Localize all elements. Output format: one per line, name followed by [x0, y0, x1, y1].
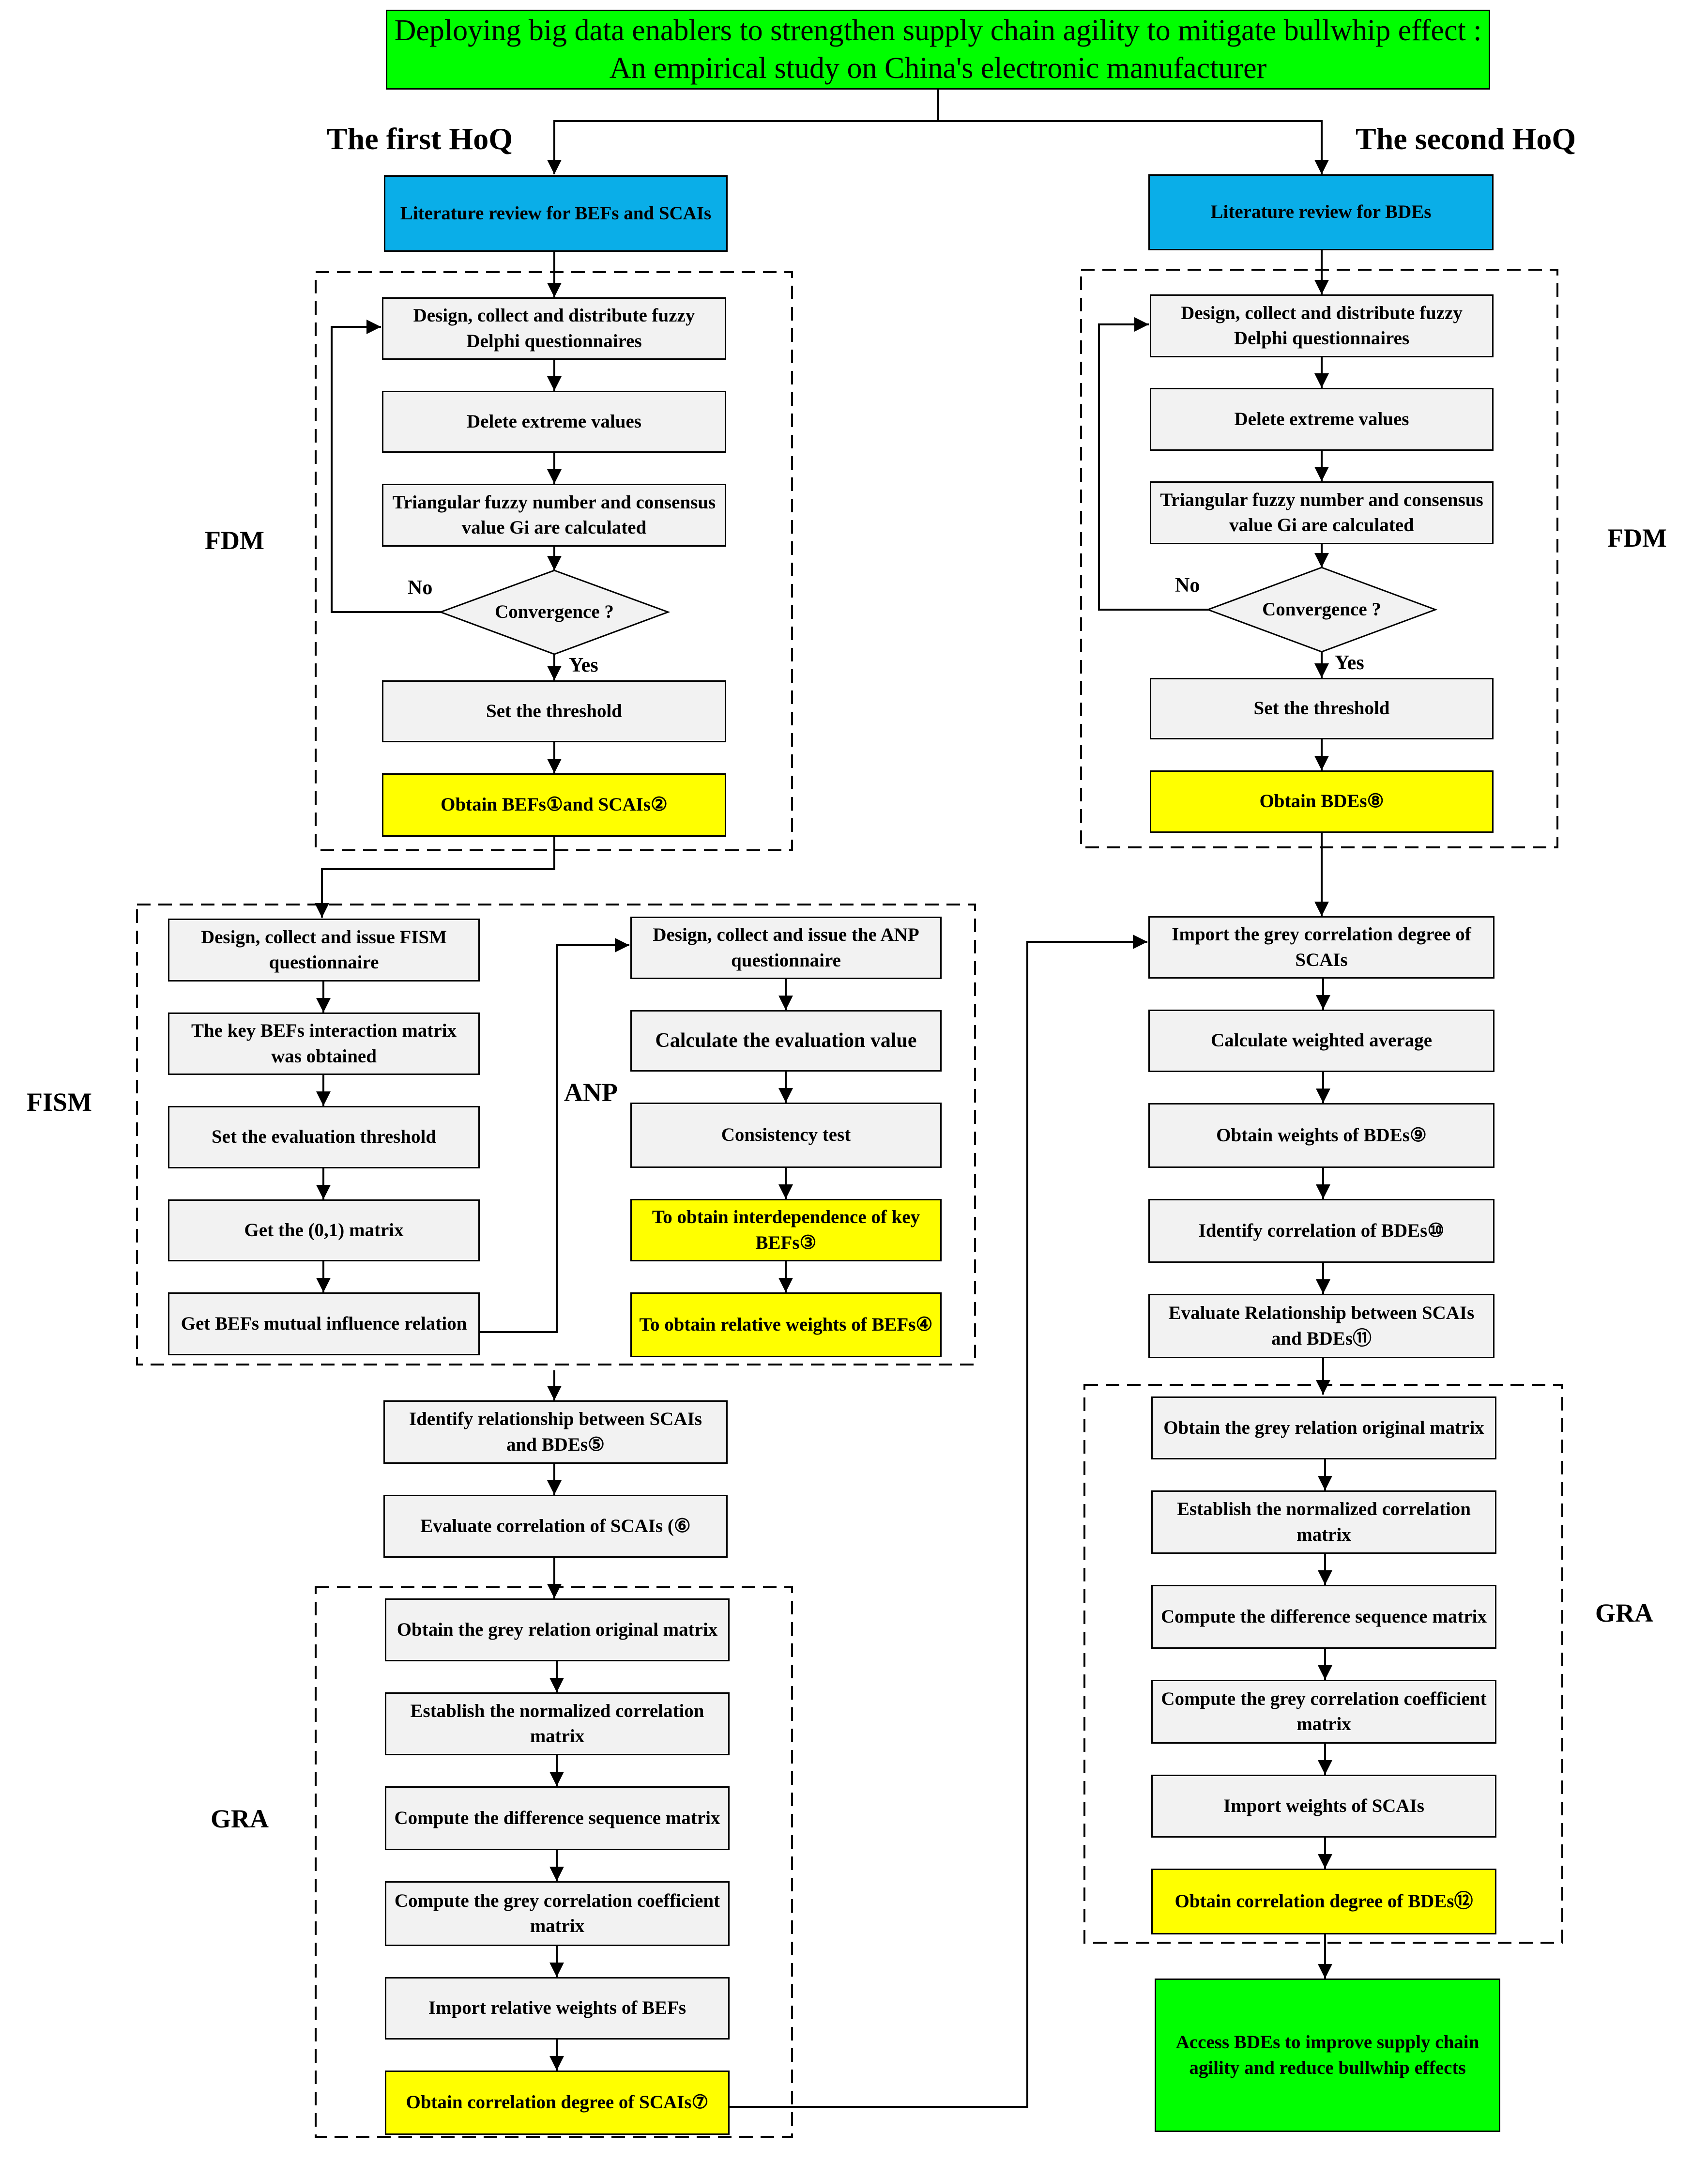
calculate-weighted-average: Calculate weighted average	[1148, 1010, 1494, 1072]
right-fdm-label: FDM	[1607, 523, 1667, 552]
left-fdm-threshold: Set the threshold	[382, 680, 726, 742]
left-fdm-delete: Delete extreme values	[382, 391, 726, 453]
left-gra-normalized: Establish the normalized correlation mat…	[385, 1692, 730, 1755]
right-gra-obtain: Obtain correlation degree of BDEs⑫	[1151, 1869, 1496, 1934]
anp-relative-weights: To obtain relative weights of BEFs④	[630, 1292, 942, 1357]
left-gra-obtain: Obtain correlation degree of SCAIs⑦	[385, 2071, 730, 2135]
arrow-l-no-loop	[331, 320, 441, 613]
fism-zero-one-matrix: Get the (0,1) matrix	[168, 1199, 480, 1261]
right-gra-normalized: Establish the normalized correlation mat…	[1151, 1490, 1496, 1554]
right-gra-import-weights: Import weights of SCAIs	[1151, 1775, 1496, 1838]
left-no-label: No	[408, 577, 433, 599]
second-hoq-heading: The second HoQ	[1356, 122, 1576, 156]
right-no-label: No	[1175, 574, 1200, 597]
right-convergence-diamond	[1205, 567, 1438, 653]
left-fdm-design: Design, collect and distribute fuzzy Del…	[382, 297, 726, 360]
anp-design: Design, collect and issue the ANP questi…	[630, 917, 942, 979]
left-fdm-label: FDM	[205, 526, 264, 555]
group-frame-fism-anp	[136, 904, 976, 1365]
anp-label: ANP	[564, 1078, 618, 1107]
group-frame-left-gra	[315, 1586, 793, 2138]
lit-review-bdes: Literature review for BDEs	[1148, 174, 1494, 250]
arrow-r-no-loop	[1098, 317, 1208, 611]
anp-interdependence: To obtain interdependence of key BEFs③	[630, 1199, 942, 1261]
right-gra-difference: Compute the difference sequence matrix	[1151, 1585, 1496, 1649]
right-gra-coefficient: Compute the grey correlation coefficient…	[1151, 1680, 1496, 1744]
fism-threshold: Set the evaluation threshold	[168, 1106, 480, 1168]
left-convergence-label: Convergence ?	[495, 601, 614, 622]
final-access-bdes: Access BDEs to improve supply chain agil…	[1155, 1979, 1500, 2132]
group-frame-right-gra	[1083, 1384, 1563, 1944]
arrow-left-to-right	[730, 935, 1147, 2108]
left-gra-import-weights: Import relative weights of BEFs	[385, 1977, 730, 2040]
right-gra-label: GRA	[1595, 1598, 1653, 1627]
arrow-fism-to-anp	[480, 938, 629, 1333]
anp-calculate: Calculate the evaluation value	[630, 1010, 942, 1072]
obtain-weights-bdes: Obtain weights of BDEs⑨	[1148, 1103, 1494, 1168]
identify-scais-bdes: Identify relationship between SCAIs and …	[383, 1400, 728, 1464]
fism-label: FISM	[27, 1088, 92, 1117]
left-gra-original: Obtain the grey relation original matrix	[385, 1598, 730, 1661]
title-box: Deploying big data enablers to strengthe…	[386, 10, 1490, 90]
right-fdm-threshold: Set the threshold	[1150, 678, 1494, 739]
evaluate-relationship-scais-bdes: Evaluate Relationship between SCAIs and …	[1148, 1294, 1494, 1358]
arrow-l-fdm-to-fism	[315, 837, 555, 918]
left-gra-label: GRA	[211, 1804, 269, 1833]
fism-design: Design, collect and issue FISM questionn…	[168, 919, 480, 982]
left-fdm-triangular: Triangular fuzzy number and consensus va…	[382, 484, 726, 547]
fism-interaction-matrix: The key BEFs interaction matrix was obta…	[168, 1012, 480, 1075]
right-convergence-label: Convergence ?	[1262, 598, 1381, 620]
right-gra-original: Obtain the grey relation original matrix	[1151, 1396, 1496, 1459]
left-yes-label: Yes	[569, 654, 598, 676]
right-fdm-design: Design, collect and distribute fuzzy Del…	[1150, 294, 1494, 357]
identify-correlation-bdes: Identify correlation of BDEs⑩	[1148, 1199, 1494, 1263]
left-gra-coefficient: Compute the grey correlation coefficient…	[385, 1881, 730, 1946]
right-fdm-triangular: Triangular fuzzy number and consensus va…	[1150, 481, 1494, 544]
right-fdm-delete: Delete extreme values	[1150, 388, 1494, 451]
arrow-title-to-left	[547, 90, 939, 174]
group-frame-right-fdm	[1080, 269, 1558, 848]
arrow-title-to-right	[938, 120, 1329, 174]
left-fdm-obtain: Obtain BEFs①and SCAIs②	[382, 773, 726, 837]
left-convergence-diamond	[438, 569, 671, 655]
import-grey-degree-scais: Import the grey correlation degree of SC…	[1148, 916, 1494, 979]
right-yes-label: Yes	[1335, 652, 1364, 674]
fism-mutual-influence: Get BEFs mutual influence relation	[168, 1292, 480, 1355]
lit-review-befs-scais: Literature review for BEFs and SCAIs	[384, 175, 728, 252]
left-gra-difference: Compute the difference sequence matrix	[385, 1786, 730, 1850]
anp-consistency: Consistency test	[630, 1103, 942, 1168]
first-hoq-heading: The first HoQ	[327, 122, 513, 156]
group-frame-left-fdm	[315, 271, 793, 851]
evaluate-correlation-scais: Evaluate correlation of SCAIs (⑥	[383, 1495, 728, 1558]
right-fdm-obtain: Obtain BDEs⑧	[1150, 770, 1494, 833]
